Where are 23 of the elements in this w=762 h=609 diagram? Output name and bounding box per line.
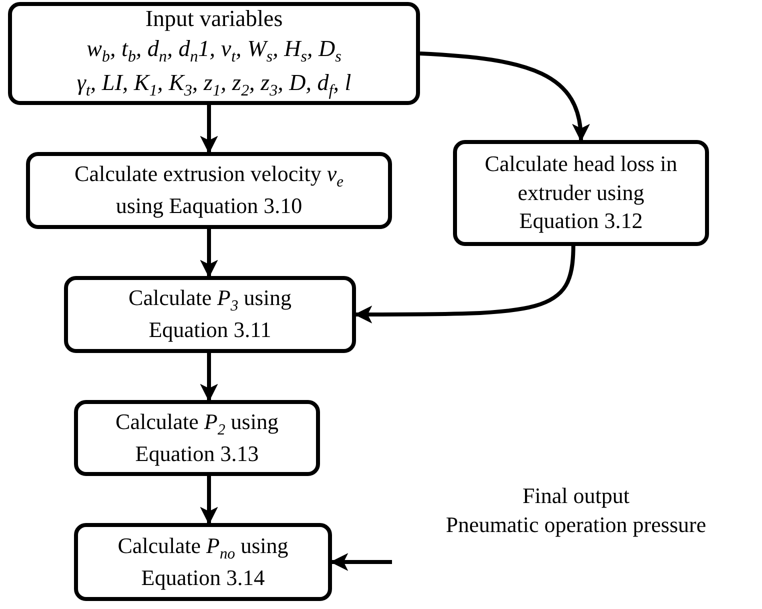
box-text: Calculate extrusion velocity v$_{e}$ using Eaquation 3.10 <box>74 160 344 220</box>
process-box <box>26 152 392 229</box>
process-box <box>64 276 356 353</box>
box-text: Calculate P$_{no}$ using Equation 3.14 <box>116 532 290 592</box>
box-text: Input variables <box>145 5 283 34</box>
arrow <box>200 476 218 525</box>
box-text: Calculate P$_{2}$ using Equation 3.13 <box>114 408 280 468</box>
box-text: Calculate head loss in extruder using Equation 3.12 <box>484 150 678 236</box>
box-text: γ$_{t}$, LI, K$_{1}$, K$_{3}$, z$_{1}$, z$_{2}$, z$_{3}$, D, d$_{f}$, l <box>76 69 352 102</box>
arrow <box>354 246 576 324</box>
process-box <box>8 2 420 105</box>
box-text: w$_{b}$, t$_{b}$, d$_{n}$, d$_{n}$1, v$_{t}$, W$_{s}$, H$_{s}$, D$_{s}$ <box>86 34 342 68</box>
box-text: Calculate P$_{3}$ using Equation 3.11 <box>128 284 292 344</box>
output-text: Pneumatic operation pressure <box>446 511 706 539</box>
arrow <box>200 105 218 154</box>
arrow <box>200 353 218 402</box>
arrow <box>420 52 589 142</box>
process-box <box>74 400 320 476</box>
output-text: Final output <box>522 482 630 510</box>
arrow <box>200 229 218 278</box>
process-box <box>453 140 709 246</box>
process-box <box>74 523 332 601</box>
arrow <box>330 553 392 571</box>
